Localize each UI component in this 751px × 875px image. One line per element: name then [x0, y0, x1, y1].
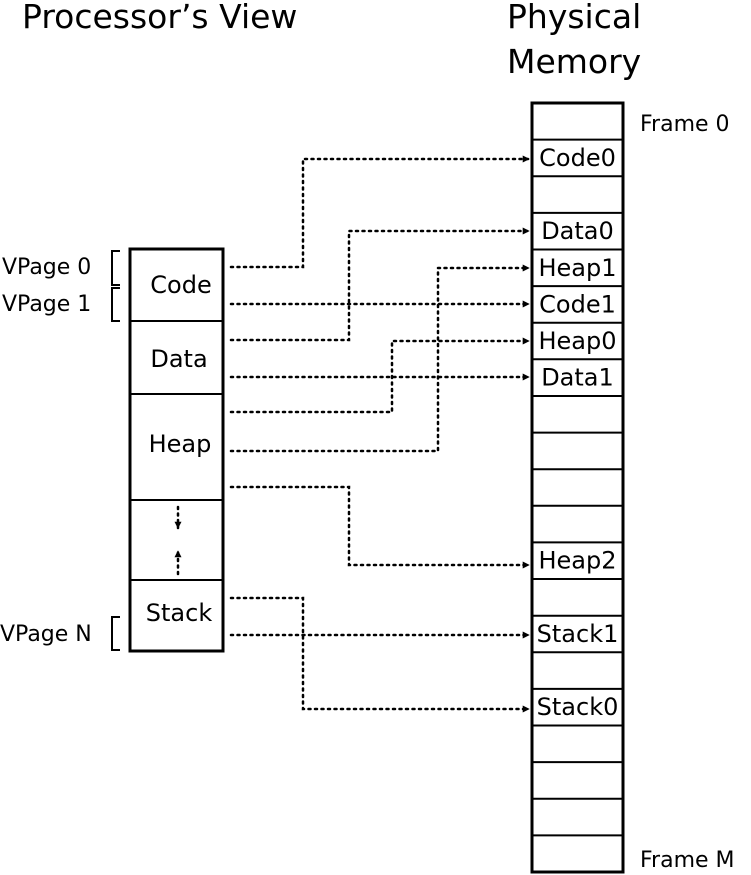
vpage-labels: VPage 0 VPage 1 VPage N — [0, 250, 120, 651]
vpage-0-bracket — [111, 250, 120, 286]
segment-code: Code — [150, 271, 211, 299]
frame-label-heap0: Heap0 — [538, 327, 616, 355]
segment-stack: Stack — [146, 599, 213, 627]
processor-view-title: Processor’s View — [22, 0, 297, 36]
segment-heap: Heap — [149, 430, 212, 458]
frame-label-code1: Code1 — [539, 290, 616, 318]
virtual-address-space: Code Data Heap Stack — [128, 247, 225, 653]
vpage-1-bracket — [111, 287, 120, 322]
frame-label-data0: Data0 — [541, 217, 614, 245]
frame-label-code0: Code0 — [539, 144, 616, 172]
physical-memory-outline — [530, 101, 625, 874]
frame-m-label: Frame M — [640, 848, 735, 873]
frame-label-stack1: Stack1 — [537, 620, 619, 648]
frame-label-stack0: Stack0 — [537, 693, 619, 721]
physical-memory-title-line2: Memory — [507, 42, 641, 81]
vpage-0-label: VPage 0 — [2, 255, 91, 280]
frame-0-label: Frame 0 — [640, 112, 730, 137]
virtual-space-outline — [128, 247, 225, 653]
frame-dividers — [532, 138, 623, 837]
segment-data: Data — [150, 345, 207, 373]
vpage-n-bracket — [111, 616, 120, 651]
mapping-data-to-data0 — [229, 227, 531, 342]
mapping-heap-to-heap1 — [229, 264, 531, 453]
vpage-1-label: VPage 1 — [2, 292, 91, 317]
frame-label-data1: Data1 — [541, 364, 614, 392]
mapping-heap-to-heap0 — [229, 337, 531, 414]
frame-label-heap2: Heap2 — [538, 547, 616, 575]
frame-labels: Code0Data0Heap1Code1Heap0Data1Heap2Stack… — [537, 144, 619, 721]
mapping-heap-to-heap2 — [229, 485, 531, 569]
mapping-stack-to-stack0 — [229, 596, 531, 713]
frame-label-heap1: Heap1 — [538, 254, 616, 282]
physical-memory-title-line1: Physical — [507, 0, 641, 36]
vpage-n-label: VPage N — [0, 622, 92, 647]
page-table-mappings — [229, 155, 531, 713]
physical-memory: Code0Data0Heap1Code1Heap0Data1Heap2Stack… — [530, 101, 625, 874]
mapping-code-to-code0 — [229, 155, 531, 269]
